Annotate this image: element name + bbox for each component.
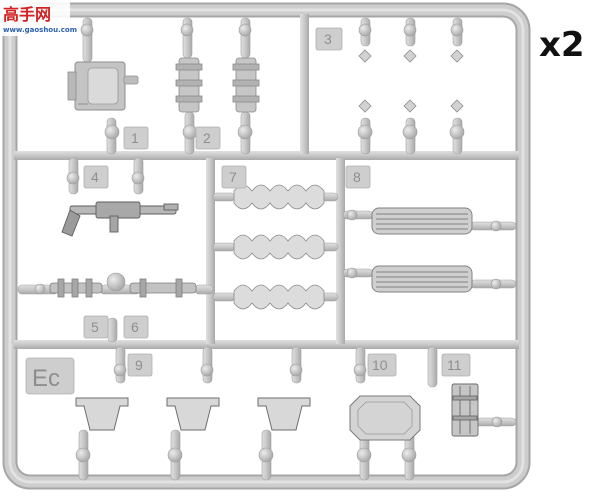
part-number-8: 8 <box>353 169 361 185</box>
part-11-pouches <box>451 383 479 437</box>
gate-blobs <box>34 23 503 463</box>
sprue-frame <box>2 2 531 490</box>
part-number-1: 1 <box>131 130 139 146</box>
part-number-2: 2 <box>203 130 211 146</box>
part-8-coils <box>371 207 473 293</box>
part-number-labels: 1 2 3 4 5 6 7 8 9 10 11 Ec <box>32 31 462 392</box>
part-9-brackets <box>75 397 311 431</box>
part-5-6-barrels <box>49 278 197 298</box>
watermark-site-name: 高手网 <box>3 5 51 24</box>
part-number-7: 7 <box>229 169 237 185</box>
part-number-6: 6 <box>131 319 139 335</box>
sprue-letter: Ec <box>32 365 60 392</box>
runners <box>14 14 519 349</box>
part-number-4: 4 <box>91 169 99 185</box>
part-number-3: 3 <box>324 31 332 47</box>
part-number-9: 9 <box>135 357 143 373</box>
part-number-10: 10 <box>372 357 388 373</box>
part-1-box <box>67 61 139 111</box>
part-3-small-parts <box>358 49 464 113</box>
part-4-gun <box>61 201 179 237</box>
part-2-drums <box>175 57 260 113</box>
multiplier-label: x2 <box>539 25 585 65</box>
part-7-chains <box>233 184 325 310</box>
watermark-url: www.gaoshou.com <box>3 26 77 34</box>
part-number-tabs <box>25 27 471 395</box>
part-number-5: 5 <box>91 319 99 335</box>
site-watermark: 高手网 www.gaoshou.com <box>0 0 77 36</box>
part-number-11: 11 <box>447 357 462 373</box>
part-10-plate <box>349 395 421 441</box>
